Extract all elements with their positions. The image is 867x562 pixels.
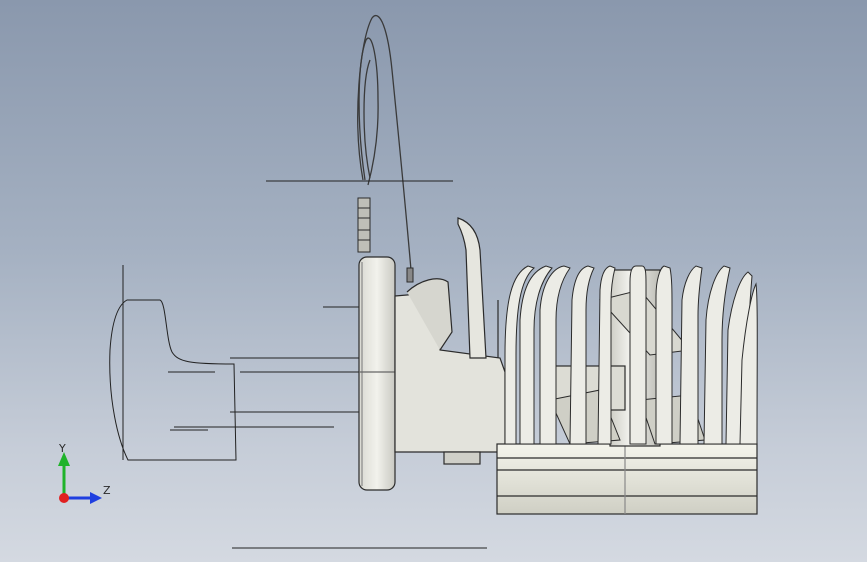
y-axis-label: Y bbox=[59, 442, 66, 455]
fan-base-ring[interactable] bbox=[496, 443, 758, 515]
axis-triad-arrows bbox=[58, 452, 102, 504]
cable[interactable] bbox=[357, 15, 412, 271]
mounting-flange[interactable] bbox=[358, 256, 396, 491]
connector-plug[interactable] bbox=[357, 197, 414, 283]
handle-sketch-profile[interactable] bbox=[109, 299, 237, 461]
fan-guard-bars[interactable] bbox=[504, 265, 758, 445]
support-post[interactable] bbox=[457, 217, 499, 359]
z-axis-label: Z bbox=[103, 484, 111, 497]
motor-housing[interactable] bbox=[394, 278, 506, 465]
